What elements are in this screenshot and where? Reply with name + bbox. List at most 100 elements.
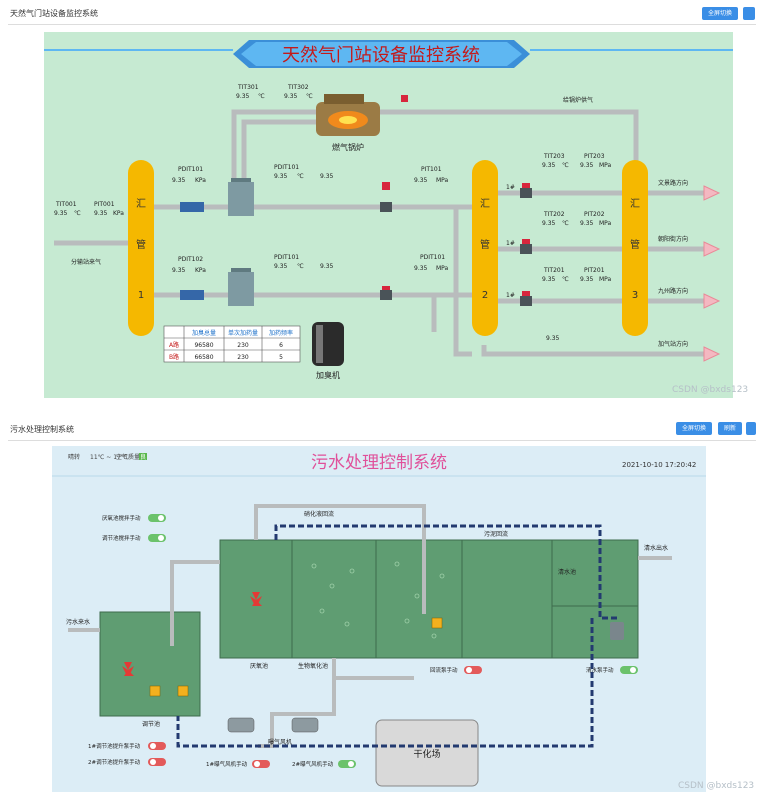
svg-text:9.35: 9.35: [94, 210, 108, 217]
svg-text:1#: 1#: [506, 184, 515, 191]
dry-site: [375, 719, 479, 787]
mixer-icons[interactable]: [122, 592, 262, 676]
top-extra-button[interactable]: [743, 7, 755, 20]
top-fullscreen-button[interactable]: 全屏切换: [702, 7, 738, 20]
svg-text:2: 2: [482, 290, 488, 301]
svg-text:1#调节池提升泵手动: 1#调节池提升泵手动: [88, 742, 141, 750]
ww-labels: 厌氧池 生物氧化池 清水池 调节池 曝气风机 硝化液回流 污泥回流 污水来水 清…: [66, 510, 668, 746]
wastewater-diagram: 污水处理控制系统 晴转 11℃ ~ 17℃ 空气质量 良 2021-10-10 …: [52, 453, 706, 787]
gas-station-panel: 天然气门站设备监控系统 汇 管 1 汇 管 2: [44, 32, 733, 398]
boiler-label: 燃气锅炉: [332, 142, 364, 152]
svg-text:曝气风机: 曝气风机: [268, 738, 292, 746]
svg-text:管: 管: [480, 238, 490, 251]
svg-text:230: 230: [237, 342, 249, 349]
svg-text:MPa: MPa: [599, 162, 612, 169]
svg-text:9.35: 9.35: [542, 220, 556, 227]
svg-text:厌氧池搅拌手动: 厌氧池搅拌手动: [102, 514, 141, 522]
svg-text:℃: ℃: [297, 263, 304, 270]
valve-bodies: [380, 188, 532, 306]
svg-text:℃: ℃: [74, 210, 81, 217]
aeration-bubbles: [311, 561, 445, 639]
toggle-blower-2[interactable]: 2#曝气风机手动: [292, 760, 356, 768]
svg-text:管: 管: [630, 238, 640, 251]
top-app-title: 天然气门站设备监控系统: [10, 9, 98, 18]
svg-text:9.35: 9.35: [236, 93, 250, 100]
clear-water-pump[interactable]: [610, 622, 624, 640]
bottom-fullscreen-button[interactable]: 全屏切换: [676, 422, 712, 435]
gas-banner-text: 天然气门站设备监控系统: [282, 45, 480, 66]
bottom-app-header: 污水处理控制系统 全屏切换 刷新: [0, 418, 764, 440]
top-watermark: CSDN @bxds123: [672, 385, 749, 395]
svg-text:℃: ℃: [306, 93, 313, 100]
lift-pumps[interactable]: [149, 617, 443, 697]
svg-text:1#: 1#: [506, 292, 515, 299]
svg-text:KPa: KPa: [195, 177, 206, 184]
svg-text:硝化液回流: 硝化液回流: [304, 510, 334, 518]
aeration-blowers[interactable]: [227, 717, 319, 733]
odorizer-tank[interactable]: 加臭机: [312, 322, 344, 380]
svg-text:66580: 66580: [194, 354, 213, 361]
filter-upper: [180, 202, 204, 212]
svg-text:加药频率: 加药频率: [269, 329, 293, 337]
svg-text:MPa: MPa: [436, 177, 449, 184]
svg-text:9.35: 9.35: [580, 162, 594, 169]
toggle-adjust-mixer[interactable]: 调节池搅拌手动: [102, 534, 166, 542]
sludge-return-pipe: [176, 524, 618, 748]
svg-text:PIT001: PIT001: [94, 201, 115, 208]
wastewater-panel: 污水处理控制系统 晴转 11℃ ~ 17℃ 空气质量 良 2021-10-10 …: [52, 446, 706, 792]
heater-lower[interactable]: [228, 268, 254, 306]
gas-boiler[interactable]: 燃气锅炉: [316, 94, 380, 152]
svg-text:PIT201: PIT201: [584, 267, 605, 274]
svg-text:TIT202: TIT202: [543, 211, 565, 218]
svg-text:9.35: 9.35: [172, 177, 186, 184]
svg-text:11℃ ~ 17℃: 11℃ ~ 17℃: [90, 454, 128, 461]
svg-text:清水池: 清水池: [558, 568, 576, 576]
svg-text:KPa: KPa: [113, 210, 124, 217]
header-pipe-3: 汇 管 3: [622, 160, 648, 336]
svg-text:TIT203: TIT203: [543, 153, 565, 160]
svg-text:A路: A路: [169, 341, 179, 349]
svg-text:℃: ℃: [258, 93, 265, 100]
svg-text:9.35: 9.35: [414, 177, 428, 184]
outlet-arrows: [703, 185, 721, 362]
toggle-lift-pump-1[interactable]: 1#调节池提升泵手动: [88, 742, 166, 750]
refresh-button[interactable]: 刷新: [718, 422, 742, 435]
svg-text:MPa: MPa: [599, 276, 612, 283]
toggle-lift-pump-2[interactable]: 2#调节池提升泵手动: [88, 758, 166, 766]
svg-text:2#调节池提升泵手动: 2#调节池提升泵手动: [88, 758, 141, 766]
svg-text:TIT301: TIT301: [237, 84, 259, 91]
svg-text:℃: ℃: [562, 162, 569, 169]
header-pipe-2: 汇 管 2: [472, 160, 498, 336]
svg-text:PDIT101: PDIT101: [274, 164, 299, 171]
svg-text:PDIT101: PDIT101: [274, 254, 299, 261]
svg-text:晴转: 晴转: [68, 453, 80, 461]
bottom-extra-button[interactable]: [746, 422, 756, 435]
svg-text:TIT201: TIT201: [543, 267, 565, 274]
toggle-blower-1[interactable]: 1#曝气风机手动: [206, 760, 270, 768]
gas-banner: 天然气门站设备监控系统: [44, 40, 733, 68]
svg-text:3: 3: [632, 290, 638, 301]
svg-text:空气质量: 空气质量: [116, 453, 140, 461]
toggle-clear-pump[interactable]: 清水泵手动: [586, 666, 638, 674]
svg-text:2#曝气风机手动: 2#曝气风机手动: [292, 760, 334, 768]
svg-text:℃: ℃: [297, 173, 304, 180]
toggle-anaerobic-mixer[interactable]: 厌氧池搅拌手动: [102, 514, 166, 522]
svg-text:朝阳街方向: 朝阳街方向: [658, 235, 688, 243]
odorant-table: 加臭总量 单次加药量 加药频率 A路 96580 230 6 B路 66580 …: [163, 325, 301, 363]
dry-site-label: 干化场: [413, 748, 440, 760]
svg-text:污泥回流: 污泥回流: [484, 530, 508, 538]
svg-text:PIT203: PIT203: [584, 153, 605, 160]
heater-upper[interactable]: [228, 178, 254, 216]
header-pipe-1: 汇 管 1: [128, 160, 154, 336]
bottom-app-title: 污水处理控制系统: [10, 425, 74, 434]
ww-banner-text: 污水处理控制系统: [311, 453, 447, 473]
svg-text:9.35: 9.35: [542, 276, 556, 283]
svg-text:1#: 1#: [506, 240, 515, 247]
toggle-return-pump[interactable]: 回流泵手动: [430, 666, 482, 674]
bottom-divider: [8, 440, 756, 441]
svg-text:厌氧池: 厌氧池: [250, 662, 268, 670]
svg-text:9.35: 9.35: [414, 265, 428, 272]
svg-text:PDIT101: PDIT101: [420, 254, 445, 261]
svg-text:9.35: 9.35: [542, 162, 556, 169]
